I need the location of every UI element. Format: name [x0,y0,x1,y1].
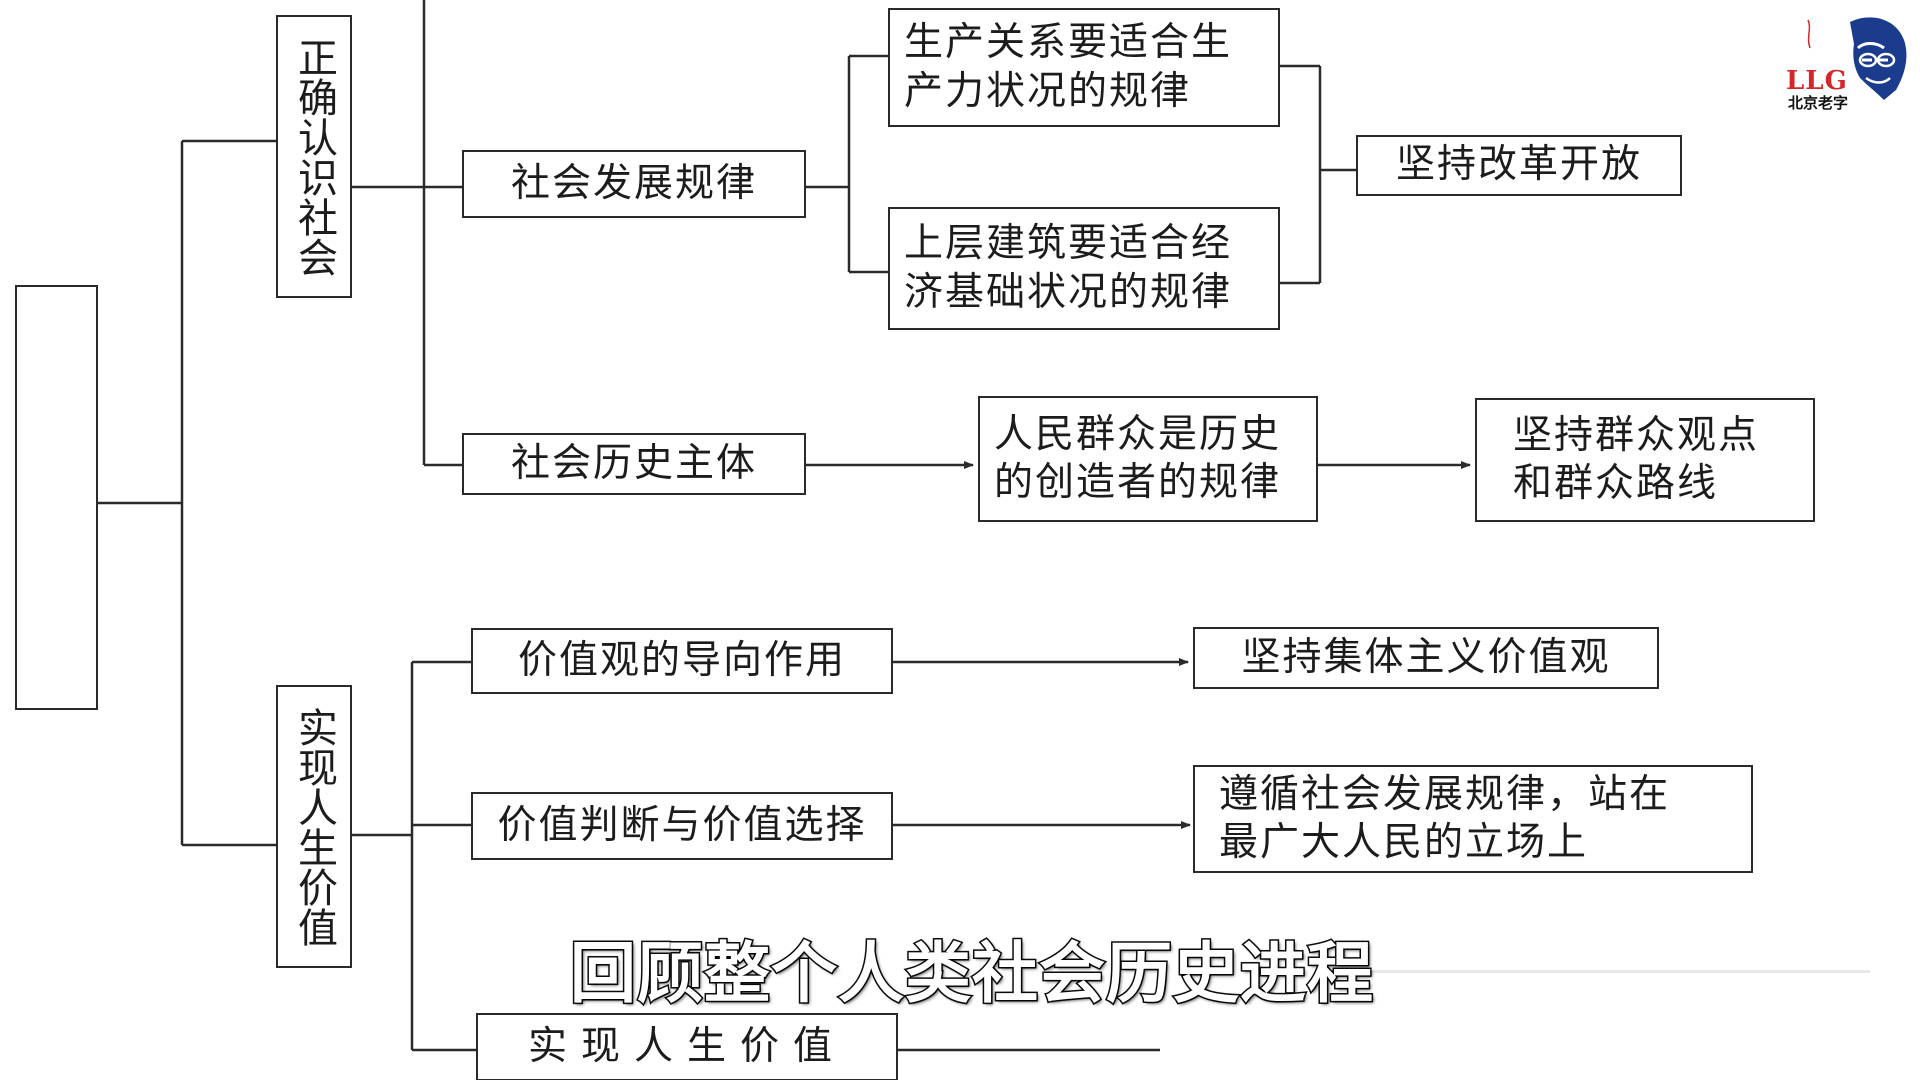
value-judgment-box: 价值判断与价值选择 [471,792,893,860]
reform-opening-label: 坚持改革开放 [1395,142,1642,188]
reform-opening-box: 坚持改革开放 [1356,135,1682,196]
subtitle-rule [1350,970,1870,973]
masses-create-history-label: 人民群众是历史 的创造者的规律 [994,411,1282,505]
logo-caption: 北京老字 [1788,94,1849,112]
law-superstructure-label: 上层建筑要适合经 济基础状况的规律 [904,221,1233,315]
collectivism-box: 坚持集体主义价值观 [1193,627,1659,689]
root-box [15,285,98,710]
section-realize-value-box: 实现人生价值 [276,685,352,968]
values-guidance-box: 价值观的导向作用 [471,628,893,694]
masses-create-history-box: 人民群众是历史 的创造者的规律 [978,396,1318,522]
video-subtitle: 回顾整个人类社会历史进程 [569,934,1375,1014]
law-superstructure-box: 上层建筑要适合经 济基础状况的规律 [888,207,1280,330]
value-judgment-label: 价值判断与价值选择 [497,802,867,848]
section-understand-society-box: 正确认识社会 [276,15,352,298]
mass-line-label: 坚持群众观点 和群众路线 [1513,412,1760,506]
follow-laws-label: 遵循社会发展规律，站在 最广大人民的立场上 [1219,771,1671,865]
section-understand-society-label: 正确认识社会 [291,36,337,277]
logo-abbreviation: LLG [1786,66,1848,96]
history-subject-label: 社会历史主体 [510,440,757,486]
follow-laws-box: 遵循社会发展规律，站在 最广大人民的立场上 [1193,765,1753,873]
mass-line-box: 坚持群众观点 和群众路线 [1475,398,1815,522]
law-production-relations-label: 生产关系要适合生 产力状况的规律 [904,20,1233,114]
collectivism-label: 坚持集体主义价值观 [1241,634,1611,680]
law-social-development-label: 社会发展规律 [510,160,757,206]
values-guidance-label: 价值观的导向作用 [517,637,846,683]
realize-value-label: 实现人生价值 [527,1023,846,1069]
portrait-logo-icon [1807,17,1907,100]
law-production-relations-box: 生产关系要适合生 产力状况的规律 [888,8,1280,127]
realize-value-box: 实现人生价值 [476,1013,898,1080]
section-realize-value-label: 实现人生价值 [291,706,337,947]
history-subject-box: 社会历史主体 [462,433,806,495]
law-social-development-box: 社会发展规律 [462,150,806,218]
